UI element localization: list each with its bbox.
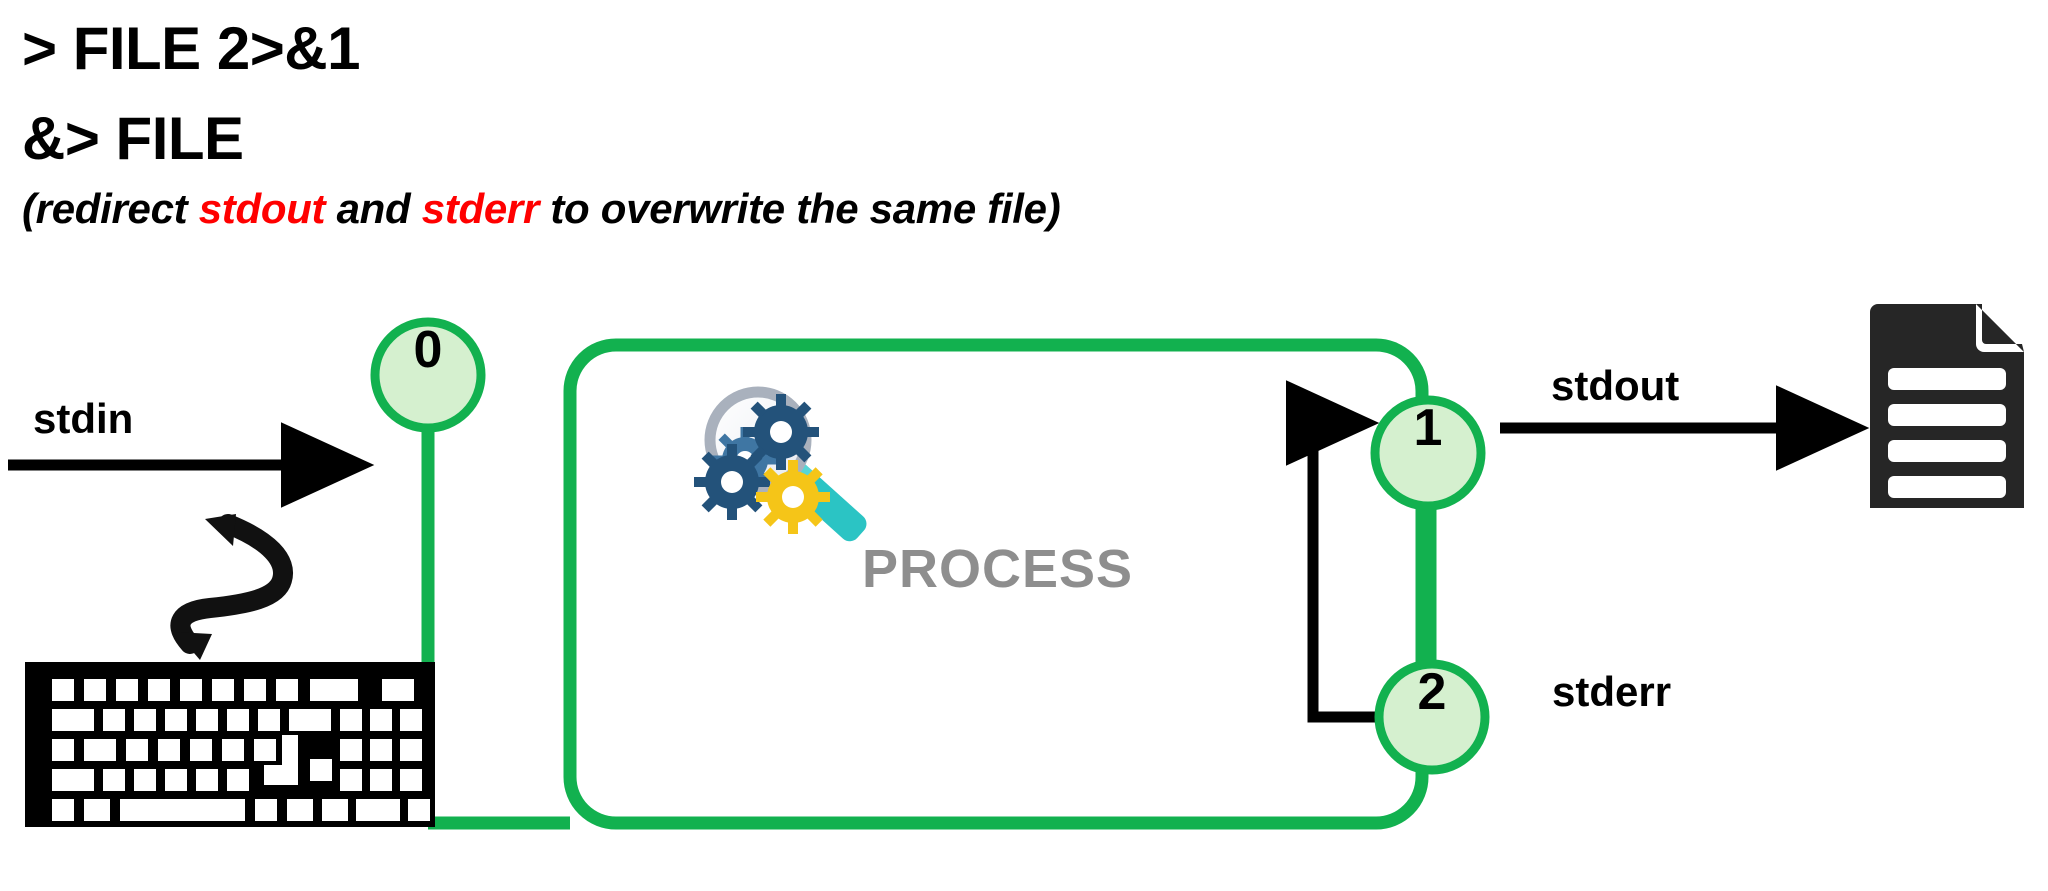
- subtitle-part-3: to overwrite the same file): [539, 185, 1061, 232]
- fd-node-0-circle[interactable]: [370, 317, 486, 433]
- squiggly-arrow-icon: [170, 514, 293, 660]
- stdout-label: stdout: [1551, 362, 1680, 409]
- fd-node-2-label: 2: [1417, 663, 1447, 721]
- process-boundary-box: [563, 338, 1429, 830]
- document-file-icon: [1870, 304, 2024, 508]
- process-label: PROCESS: [862, 539, 1134, 599]
- subtitle-stderr-highlight: stderr: [421, 185, 540, 232]
- command-line-1: > FILE 2>&1: [22, 15, 360, 82]
- subtitle-description: (redirect stdout and stderr to overwrite…: [22, 185, 1061, 233]
- subtitle-stdout-highlight: stdout: [198, 185, 326, 232]
- subtitle-part-1: (redirect: [22, 185, 199, 232]
- command-line-2: &> FILE: [22, 105, 244, 172]
- keyboard-icon: [25, 662, 435, 827]
- fd-node-0-label: 0: [413, 321, 443, 379]
- fd-node-2-circle[interactable]: [1374, 659, 1490, 775]
- subtitle-part-2: and: [325, 185, 422, 232]
- stderr-label: stderr: [1552, 668, 1672, 715]
- stderr-to-stdout-arrow: [1285, 380, 1380, 723]
- stdin-label: stdin: [33, 395, 134, 442]
- gears-magnifier-icon: [694, 386, 867, 542]
- fd-node-1-circle[interactable]: [1370, 395, 1486, 511]
- fd-node-1-label: 1: [1413, 399, 1443, 457]
